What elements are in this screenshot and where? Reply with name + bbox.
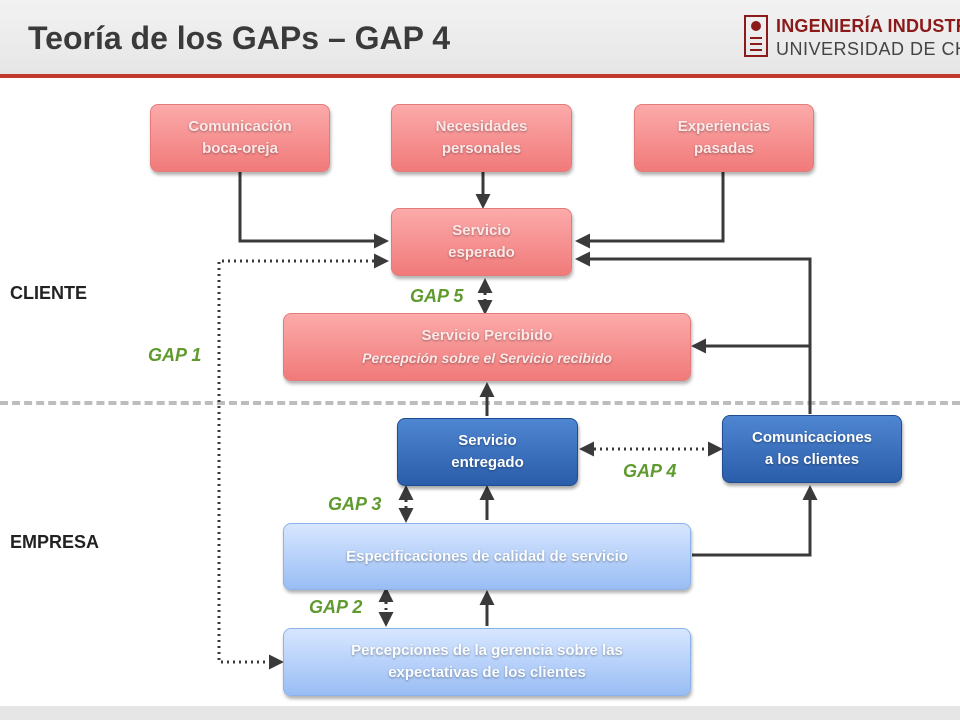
arrow-boca-to-esperado bbox=[238, 172, 389, 249]
box-line: expectativas de los clientes bbox=[388, 664, 586, 681]
box-line: Comunicaciones bbox=[751, 429, 873, 446]
footer-bar bbox=[0, 706, 960, 720]
box-line: Servicio Percibido bbox=[421, 326, 553, 344]
box-line: a los clientes bbox=[764, 451, 860, 468]
gap1-connector bbox=[217, 253, 389, 670]
box-line: Percepciones de la gerencia sobre las bbox=[351, 642, 623, 659]
box-line: entregado bbox=[451, 454, 524, 471]
box-percepciones-gerencia: Percepciones de la gerencia sobre las exp… bbox=[283, 628, 691, 696]
box-comunicacion-boca-oreja: Comunicación boca-oreja bbox=[150, 104, 330, 172]
box-especificaciones-calidad: Especificaciones de calidad de servicio bbox=[283, 523, 691, 590]
box-line: Necesidades bbox=[435, 118, 528, 135]
box-servicio-entregado: Servicio entregado bbox=[397, 418, 578, 486]
client-company-divider bbox=[0, 401, 960, 405]
logo-line2: UNIVERSIDAD DE CHILE bbox=[776, 39, 960, 59]
logo-line1: INGENIERÍA INDUSTRIAL bbox=[776, 16, 960, 36]
arrow-experiencias-to-esperado bbox=[575, 172, 725, 249]
box-line: boca-oreja bbox=[202, 140, 278, 157]
seal-icon bbox=[744, 15, 768, 57]
box-line: personales bbox=[441, 140, 522, 157]
title-underline bbox=[0, 74, 960, 78]
box-line: Servicio bbox=[452, 222, 511, 239]
box-line: pasadas bbox=[693, 140, 755, 157]
box-comunicaciones-clientes: Comunicaciones a los clientes bbox=[722, 415, 902, 483]
gap5-label: GAP 5 bbox=[410, 286, 464, 306]
box-servicio-esperado: Servicio esperado bbox=[391, 208, 572, 276]
box-line: esperado bbox=[448, 244, 515, 261]
gap3-label: GAP 3 bbox=[328, 494, 382, 514]
arrow-comunicaciones-to-esperado bbox=[575, 251, 812, 414]
box-necesidades-personales: Necesidades personales bbox=[391, 104, 572, 172]
header-bar bbox=[0, 0, 960, 76]
page-title: Teoría de los GAPs – GAP 4 bbox=[28, 20, 451, 56]
gap4-label: GAP 4 bbox=[623, 461, 677, 481]
university-logo: INGENIERÍA INDUSTRIAL UNIVERSIDAD DE CHI… bbox=[742, 10, 960, 66]
box-line: Comunicación bbox=[188, 118, 292, 135]
box-subline: Percepción sobre el Servicio recibido bbox=[362, 349, 612, 366]
gap1-label: GAP 1 bbox=[148, 345, 202, 365]
arrow-especificaciones-to-comunicaciones bbox=[692, 485, 818, 557]
client-label: CLIENTE bbox=[10, 283, 88, 303]
box-line: Experiencias bbox=[677, 118, 771, 135]
company-label: EMPRESA bbox=[10, 532, 100, 552]
gap2-label: GAP 2 bbox=[309, 597, 363, 617]
box-line: Especificaciones de calidad de servicio bbox=[346, 547, 628, 565]
box-experiencias-pasadas: Experiencias pasadas bbox=[634, 104, 814, 172]
box-line: Servicio bbox=[458, 432, 517, 449]
